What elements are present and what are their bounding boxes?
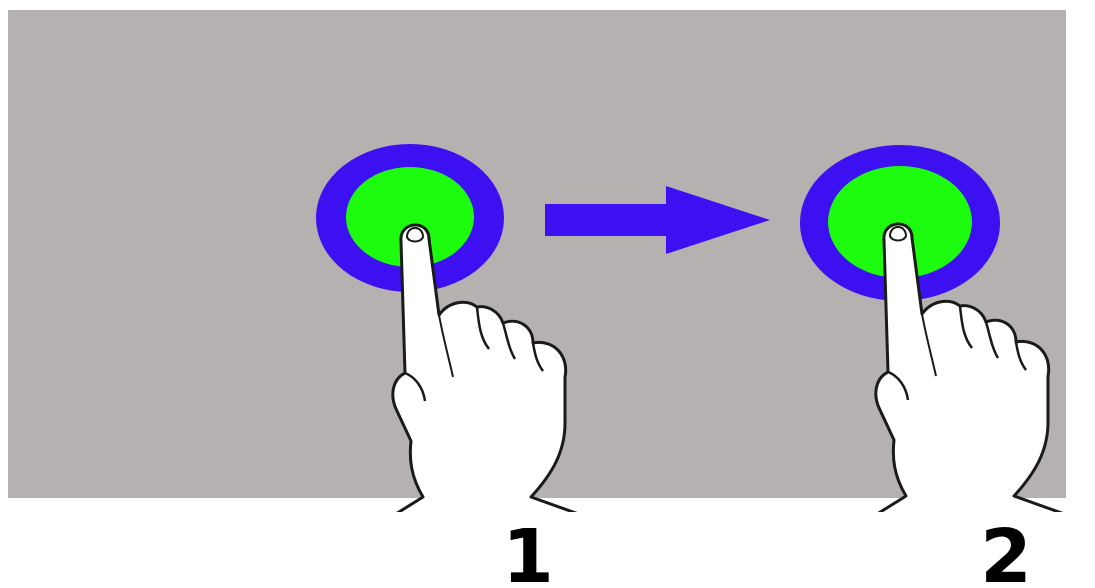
step-label-1: 1 xyxy=(502,514,554,588)
step-label-2: 2 xyxy=(980,514,1032,588)
page-ground xyxy=(0,512,1095,588)
right-arrow-icon xyxy=(545,186,770,254)
touch-center-2 xyxy=(828,166,972,278)
touch-point-1 xyxy=(316,144,504,292)
touch-center-1 xyxy=(346,167,474,267)
